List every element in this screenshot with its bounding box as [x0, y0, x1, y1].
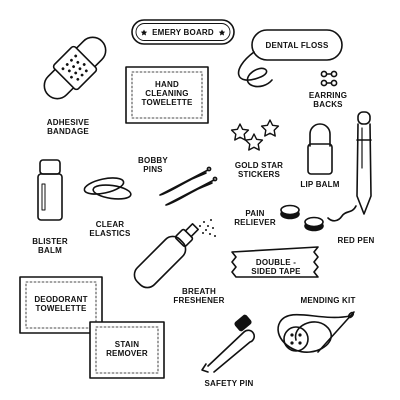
- earring-backs-label: EARRING BACKS: [308, 91, 348, 109]
- breath-freshener-label: BREATH FRESHENER: [173, 287, 225, 305]
- safety-pin-label: SAFETY PIN: [204, 379, 254, 388]
- double-sided-tape-label: DOUBLE - SIDED TAPE: [251, 258, 301, 276]
- emery-board-label: EMERY BOARD: [152, 28, 214, 37]
- earring-backs-icon: [320, 70, 338, 87]
- emery-board-icon: [131, 19, 235, 45]
- safety-pin-icon: [201, 314, 256, 373]
- deodorant-towelette-label: DEODORANT TOWELETTE: [34, 295, 88, 313]
- pain-reliever-icon: [280, 204, 324, 232]
- lip-balm-label: LIP BALM: [300, 180, 340, 189]
- pain-reliever-label: PAIN RELIEVER: [234, 209, 276, 227]
- mending-kit-icon: [277, 311, 355, 353]
- lip-balm-icon: [307, 123, 333, 175]
- mending-kit-label: MENDING KIT: [300, 296, 356, 305]
- breath-freshener-icon: [133, 219, 216, 289]
- dental-floss-label: DENTAL FLOSS: [265, 41, 329, 50]
- blister-balm-label: BLISTER BALM: [32, 237, 68, 255]
- adhesive-bandage-label: ADHESIVE BANDAGE: [46, 118, 90, 136]
- clear-elastics-label: CLEAR ELASTICS: [89, 220, 131, 238]
- deodorant-towelette-icon: [19, 276, 103, 334]
- dental-floss-icon: [237, 29, 343, 88]
- stain-remover-icon: [89, 321, 165, 379]
- gold-star-stickers-icon: [230, 119, 280, 151]
- hand-towelette-label: HAND CLEANING TOWELETTE: [141, 80, 193, 107]
- adhesive-bandage-icon: [43, 36, 107, 100]
- gold-star-stickers-label: GOLD STAR STICKERS: [234, 161, 284, 179]
- stain-remover-label: STAIN REMOVER: [106, 340, 148, 358]
- hand-towelette-icon: [125, 66, 209, 124]
- blister-balm-icon: [37, 159, 63, 221]
- red-pen-icon: [327, 111, 372, 222]
- double-sided-tape-icon: [231, 246, 319, 278]
- bobby-pins-label: BOBBY PINS: [138, 156, 168, 174]
- red-pen-label: RED PEN: [337, 236, 375, 245]
- clear-elastics-icon: [83, 177, 132, 200]
- bobby-pins-icon: [159, 166, 218, 206]
